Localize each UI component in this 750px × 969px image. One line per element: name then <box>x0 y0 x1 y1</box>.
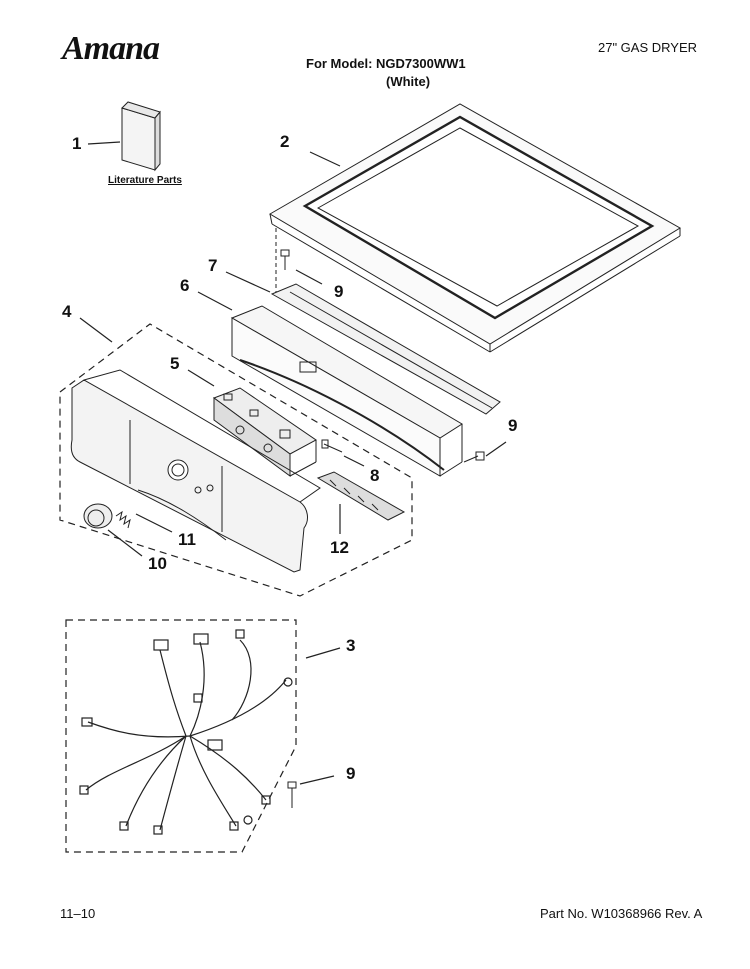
product-type: 27" GAS DRYER <box>598 40 698 55</box>
mounting-rail <box>225 271 501 415</box>
console-bracket <box>197 291 463 477</box>
callout-4: 4 <box>62 302 72 321</box>
callout-9-bottom: 9 <box>346 764 356 783</box>
screw-right <box>463 441 507 463</box>
callout-1: 1 <box>72 134 82 153</box>
top-panel <box>269 103 681 353</box>
knob-spring <box>115 510 173 533</box>
callout-9-right: 9 <box>508 416 518 435</box>
model-color: (White) <box>386 74 431 89</box>
callout-12: 12 <box>330 538 349 557</box>
callout-8: 8 <box>370 466 380 485</box>
console-panel <box>70 369 321 573</box>
model-number: For Model: NGD7300WW1 <box>306 56 466 71</box>
screw-bottom <box>287 775 335 808</box>
button-keypad <box>316 471 406 534</box>
callout-7: 7 <box>208 256 218 275</box>
wire-harness <box>79 629 293 835</box>
board-screw <box>321 439 365 467</box>
callout-2: 2 <box>280 132 290 151</box>
control-knob <box>83 503 143 557</box>
callout-11: 11 <box>178 530 196 549</box>
literature-parts-label: Literature Parts <box>108 175 182 186</box>
callout-5: 5 <box>170 354 180 373</box>
callout-9-top: 9 <box>334 282 344 301</box>
control-board <box>187 369 317 477</box>
brand-logo: Amana <box>62 30 160 67</box>
callout-10: 10 <box>148 554 167 573</box>
callout-6: 6 <box>180 276 190 295</box>
screw-top <box>280 249 323 285</box>
literature-booklet <box>87 101 161 172</box>
date-code: 11–10 <box>60 906 96 921</box>
callout-3: 3 <box>346 636 356 655</box>
part-number: Part No. W10368966 Rev. A <box>540 906 703 921</box>
